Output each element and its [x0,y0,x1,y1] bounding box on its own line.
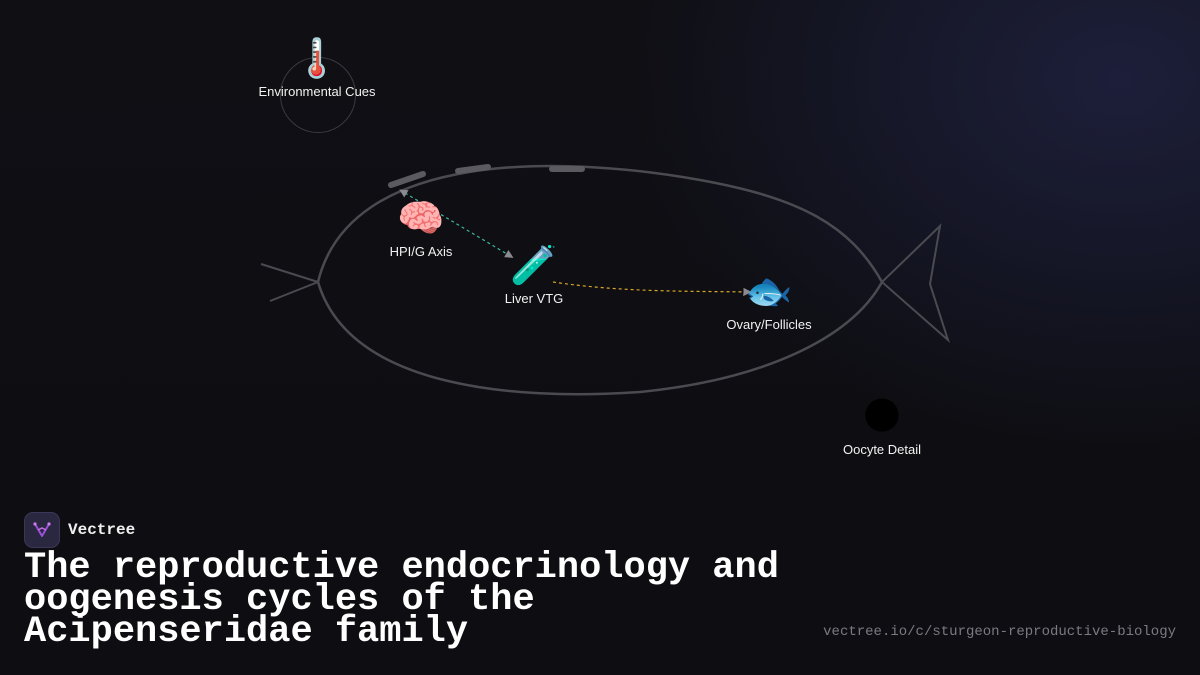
new-moon-icon: 🌑 [862,394,902,438]
node-liver-vtg[interactable]: 🧪 Liver VTG [505,243,564,306]
node-label-oocyte-detail: Oocyte Detail [842,442,922,457]
vectree-logo-icon [24,512,60,548]
edge-hpig-to-liver [399,189,514,258]
test-tube-icon: 🧪 [510,243,558,287]
dorsal-scute-2 [455,164,491,174]
brand-name: Vectree [68,521,136,539]
fish-barbel-upper [260,263,319,283]
source-url[interactable]: vectree.io/c/sturgeon-reproductive-biolo… [823,624,1176,640]
fish-icon: 🐟 [745,269,793,313]
node-label-environmental-cues: Environmental Cues [258,84,376,99]
thermometer-icon: 🌡️ [293,36,341,80]
dorsal-scute-1 [388,171,426,188]
node-ovary-follicles[interactable]: 🐟 Ovary/Follicles [726,269,811,332]
page-title: The reproductive endocrinology and oogen… [24,547,779,653]
edge-liver-to-ovary [552,281,752,297]
node-oocyte-detail[interactable]: 🌑 Oocyte Detail [843,394,921,457]
node-label-ovary-follicles: Ovary/Follicles [726,317,812,332]
fish-tail-fin [880,223,951,344]
node-label-liver-vtg: Liver VTG [504,291,564,306]
node-hpig-axis[interactable]: 🧠 HPI/G Axis [390,196,453,259]
node-label-hpig-axis: HPI/G Axis [389,244,453,259]
fish-barbel-lower [269,281,319,302]
node-environmental-cues[interactable]: 🌡️ Environmental Cues [258,36,375,99]
environmental-cues-ring [280,57,356,133]
brand[interactable]: Vectree [24,512,135,548]
brain-icon: 🧠 [397,196,445,240]
